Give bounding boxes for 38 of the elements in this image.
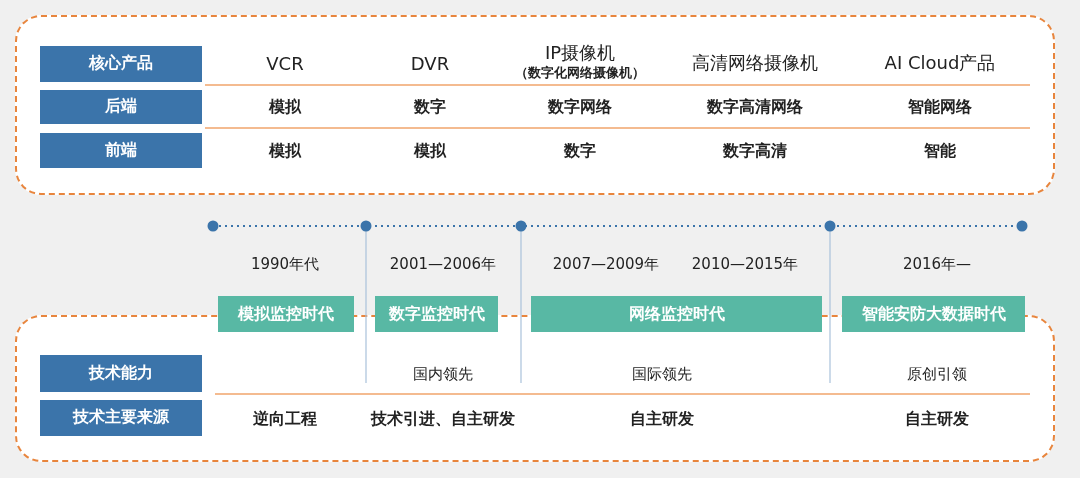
cell-text: 技术引进、自主研发 xyxy=(371,408,515,430)
cell-text: 原创引领 xyxy=(907,364,967,384)
cell-text: 智能 xyxy=(924,140,956,162)
row-header: 技术主要来源 xyxy=(39,399,202,436)
cell-text: 自主研发 xyxy=(905,408,969,430)
cell-text: 数字网络 xyxy=(548,96,612,118)
year-label: 2016年— xyxy=(902,254,972,274)
row-header: 技术能力 xyxy=(39,354,202,392)
row-header: 后端 xyxy=(39,89,202,124)
cell-text: 模拟 xyxy=(269,96,301,118)
row-header: 前端 xyxy=(39,132,202,168)
year-label: 2001—2006年 xyxy=(389,254,497,274)
year-label: 1990年代 xyxy=(250,254,320,274)
cell-text: 数字高清 xyxy=(723,140,787,162)
cell-text: 智能网络 xyxy=(908,96,972,118)
cell-text: 国内领先 xyxy=(413,364,473,384)
cell-text: 数字高清网络 xyxy=(707,96,803,118)
year-label: 2010—2015年 xyxy=(691,254,799,274)
column-heading: DVR xyxy=(410,52,450,74)
row-header: 核心产品 xyxy=(39,45,202,82)
era-box: 数字监控时代 xyxy=(375,296,498,332)
year-label: 2007—2009年 xyxy=(552,254,660,274)
column-heading: IP摄像机 xyxy=(544,41,616,65)
cell-text: 数字 xyxy=(414,96,446,118)
cell-text: 逆向工程 xyxy=(253,408,317,430)
era-box: 网络监控时代 xyxy=(531,296,822,332)
column-heading: （数字化网络摄像机） xyxy=(515,64,645,82)
era-box: 模拟监控时代 xyxy=(218,296,354,332)
column-heading: 高清网络摄像机 xyxy=(692,51,818,75)
panel-frame xyxy=(15,15,1055,195)
cell-text: 国际领先 xyxy=(632,364,692,384)
column-heading: AI Cloud产品 xyxy=(884,51,996,75)
cell-text: 模拟 xyxy=(414,140,446,162)
era-box: 智能安防大数据时代 xyxy=(842,296,1025,332)
cell-text: 自主研发 xyxy=(630,408,694,430)
column-heading: VCR xyxy=(266,52,304,74)
cell-text: 数字 xyxy=(564,140,596,162)
cell-text: 模拟 xyxy=(269,140,301,162)
